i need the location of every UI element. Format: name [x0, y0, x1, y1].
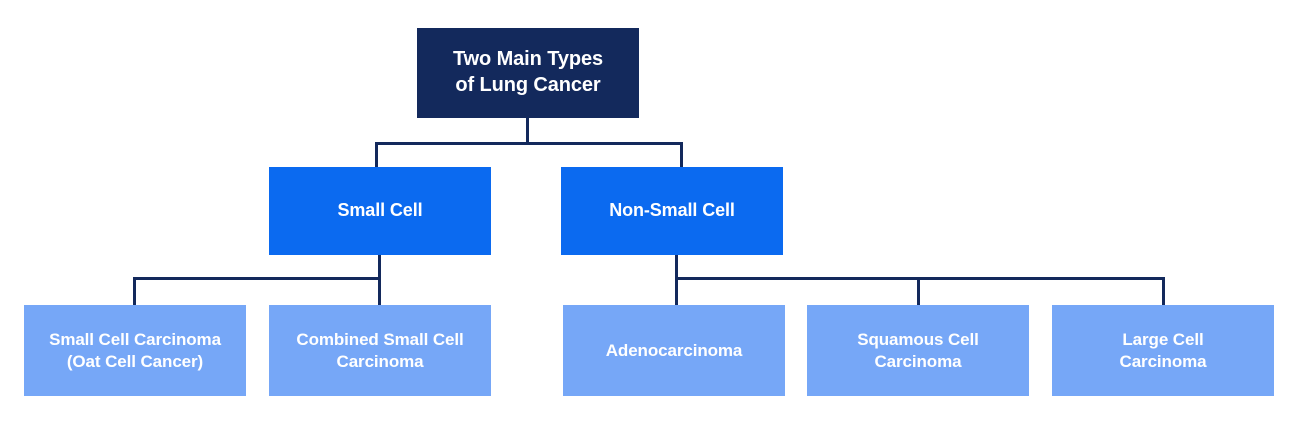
- node-non-small-cell-label: Non-Small Cell: [609, 200, 735, 221]
- node-combined-small-cell-carcinoma: Combined Small Cell Carcinoma: [269, 305, 491, 396]
- connector-non-small-cell-stem: [675, 255, 678, 307]
- connector-root-to-small-cell: [375, 142, 378, 169]
- connector-non-small-cell-to-squamous: [917, 277, 920, 307]
- node-small-cell-carcinoma-oat-cell-label: Small Cell Carcinoma (Oat Cell Cancer): [49, 329, 221, 371]
- node-non-small-cell: Non-Small Cell: [561, 167, 783, 255]
- node-small-cell: Small Cell: [269, 167, 491, 255]
- connector-small-cell-stem: [378, 255, 381, 307]
- connector-root-to-non-small-cell: [680, 142, 683, 169]
- connector-non-small-cell-to-large-cell: [1162, 277, 1165, 307]
- node-squamous-cell-carcinoma-label: Squamous Cell Carcinoma: [857, 329, 979, 371]
- node-adenocarcinoma-label: Adenocarcinoma: [605, 340, 743, 360]
- connector-non-small-cell-horizontal-bar: [675, 277, 1165, 280]
- node-adenocarcinoma: Adenocarcinoma: [563, 305, 785, 396]
- node-small-cell-label: Small Cell: [337, 200, 423, 221]
- connector-small-cell-horizontal-bar: [133, 277, 381, 280]
- node-combined-small-cell-carcinoma-label: Combined Small Cell Carcinoma: [296, 329, 464, 371]
- node-large-cell-carcinoma: Large Cell Carcinoma: [1052, 305, 1274, 396]
- node-small-cell-carcinoma-oat-cell: Small Cell Carcinoma (Oat Cell Cancer): [24, 305, 246, 396]
- node-root-label: Two Main Types of Lung Cancer: [452, 48, 604, 96]
- node-squamous-cell-carcinoma: Squamous Cell Carcinoma: [807, 305, 1029, 396]
- node-large-cell-carcinoma-label: Large Cell Carcinoma: [1119, 329, 1207, 371]
- connector-small-cell-to-oat-cell: [133, 277, 136, 307]
- node-root-two-main-types: Two Main Types of Lung Cancer: [417, 28, 639, 118]
- connector-root-horizontal-bar: [375, 142, 683, 145]
- connector-root-stem: [526, 118, 529, 145]
